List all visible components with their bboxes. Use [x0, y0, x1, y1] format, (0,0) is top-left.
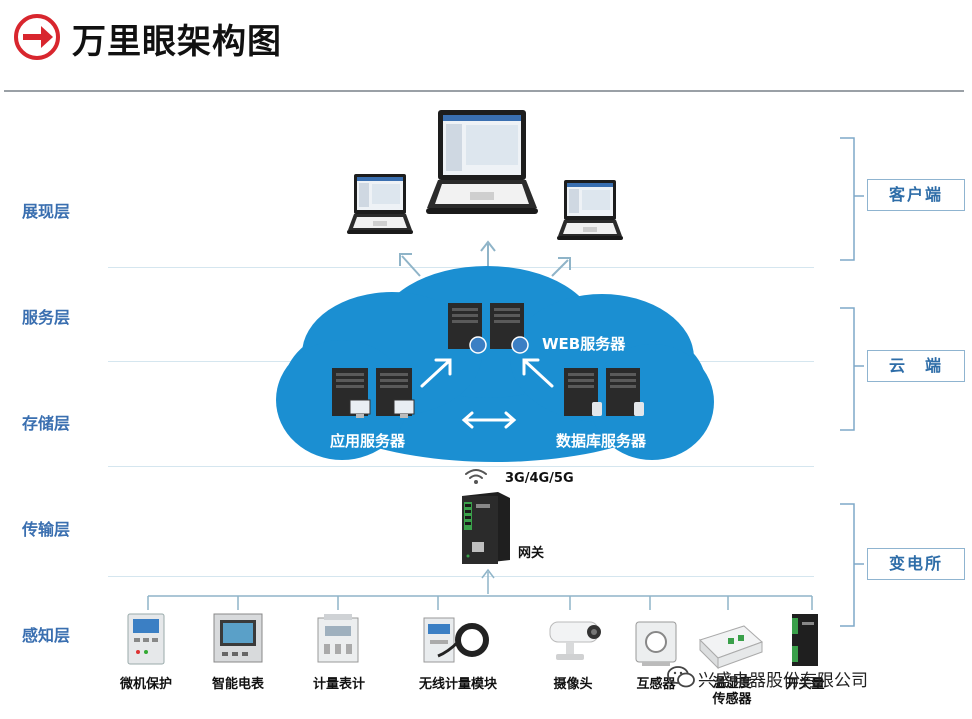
transformer-icon [635, 621, 677, 666]
layer-label-service: 服务层 [22, 308, 71, 327]
device-label: 微机保护 [119, 677, 172, 692]
layer-label-transport: 传输层 [22, 520, 71, 539]
device-label: 温湿度 [712, 676, 752, 691]
uplink-arrows [399, 240, 571, 277]
watermark-text: 兴盛电器股份有限公司 [698, 671, 868, 691]
metering-meter-icon [317, 614, 359, 663]
db-server-label: 数据库服务器 [556, 432, 647, 450]
relay-protection-device-icon [127, 613, 165, 665]
device-label: 计量表计 [312, 677, 365, 692]
app-server-icon [332, 368, 415, 418]
zone-brackets [840, 137, 864, 627]
device-label: 开关量 [785, 677, 825, 692]
gateway-icon [462, 492, 510, 564]
layer-separator [108, 466, 814, 467]
db-server-icon [564, 368, 644, 416]
wechat-icon [667, 666, 695, 688]
temperature-humidity-sensor-icon [699, 625, 763, 670]
laptop-icon [426, 110, 538, 214]
device-label: 摄像头 [553, 677, 593, 692]
cloud-flow-arrows [420, 358, 554, 429]
switch-input-module-icon [792, 614, 818, 666]
device-label: 互感器 [636, 677, 676, 692]
device-bus [147, 568, 813, 610]
page-title: 万里眼架构图 [72, 22, 282, 62]
title-divider [4, 90, 964, 92]
laptop-icon [347, 174, 413, 234]
app-server-label: 应用服务器 [330, 432, 406, 450]
device-label: 智能电表 [211, 677, 264, 692]
layer-separator [108, 267, 814, 268]
zone-client: 客户端 [867, 179, 965, 211]
layer-separator [108, 576, 814, 577]
camera-icon [549, 621, 601, 660]
smart-meter-icon [213, 613, 263, 663]
zone-substation: 变电所 [867, 548, 965, 580]
network-label: 3G/4G/5G [505, 471, 574, 486]
gateway-label: 网关 [518, 546, 545, 561]
wifi-icon [465, 469, 487, 484]
layer-label-presentation: 展现层 [22, 202, 71, 221]
wireless-metering-module-icon [423, 617, 489, 663]
layer-label-storage: 存储层 [22, 414, 71, 433]
zone-cloud: 云 端 [867, 350, 965, 382]
web-server-label: WEB服务器 [542, 335, 626, 353]
laptop-icon [557, 180, 623, 240]
title-arrow-icon [14, 14, 60, 60]
device-label: 传感器 [712, 692, 752, 707]
layer-label-perception: 感知层 [22, 626, 71, 645]
web-server-icon [448, 303, 529, 354]
device-label: 无线计量模块 [418, 677, 497, 692]
